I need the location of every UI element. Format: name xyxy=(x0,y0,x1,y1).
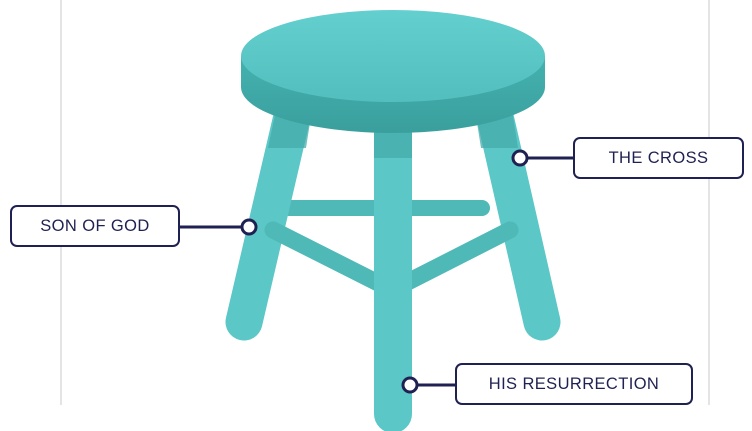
the-cross-label: THE CROSS xyxy=(573,137,744,179)
the-cross-marker xyxy=(511,149,529,167)
his-resurrection-label: HIS RESURRECTION xyxy=(455,363,693,405)
son-of-god-label: SON OF GOD xyxy=(10,205,180,247)
frame-right-line xyxy=(708,0,710,405)
seat-top xyxy=(241,10,545,102)
his-resurrection-marker xyxy=(401,376,419,394)
frame-left-line xyxy=(60,0,62,405)
son-of-god-marker xyxy=(240,218,258,236)
front-left-rung xyxy=(264,221,401,299)
